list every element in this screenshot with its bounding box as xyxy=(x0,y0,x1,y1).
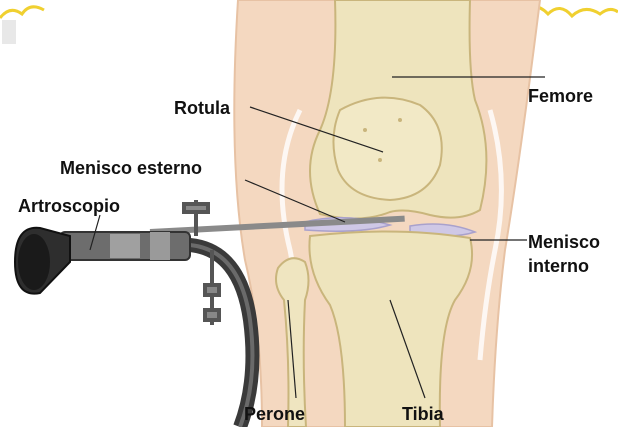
patella-bone xyxy=(333,98,441,200)
label-artroscopio: Artroscopio xyxy=(18,196,120,216)
label-perone: Perone xyxy=(244,404,305,424)
label-femore: Femore xyxy=(528,86,593,106)
label-menisco-interno-line2: interno xyxy=(528,256,589,276)
label-menisco-esterno: Menisco esterno xyxy=(60,158,202,178)
label-menisco-interno-line1: Menisco xyxy=(528,232,600,252)
arthroscope-cable xyxy=(190,245,252,427)
label-tibia: Tibia xyxy=(402,404,444,424)
arthroscope-valves xyxy=(184,200,219,325)
watermark-mark xyxy=(2,20,16,44)
label-rotula: Rotula xyxy=(174,98,230,118)
